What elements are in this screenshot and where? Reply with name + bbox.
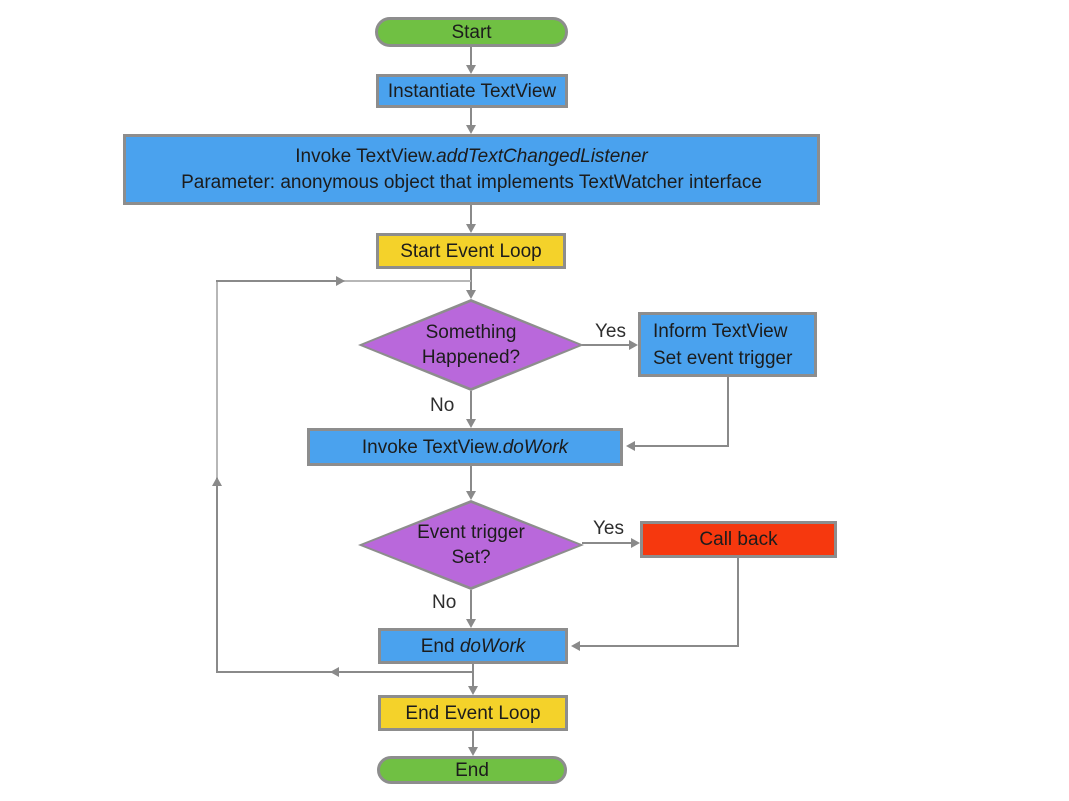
arrowhead (466, 224, 476, 233)
connector-line (582, 542, 634, 544)
connector-line (470, 269, 472, 297)
start-event-loop-node: Start Event Loop (376, 233, 566, 269)
connector-line (216, 280, 336, 282)
yes-label: Yes (595, 321, 626, 342)
arrowhead (336, 276, 345, 286)
start-node-label: Start (451, 21, 492, 43)
yes-label: Yes (593, 518, 624, 539)
arrowhead (631, 538, 640, 548)
add-listener-line1-prefix: Invoke TextView. (295, 145, 437, 167)
arrowhead (626, 441, 635, 451)
no-label: No (430, 395, 455, 416)
call-back-label: Call back (699, 529, 778, 550)
connector-line (470, 205, 472, 229)
something-happened-label: Something Happened? (421, 322, 521, 368)
arrowhead (212, 477, 222, 486)
arrowhead (629, 340, 638, 350)
invoke-dowork-node: Invoke TextView.doWork (307, 428, 623, 466)
arrowhead (468, 747, 478, 756)
add-listener-line2: Parameter: anonymous object that impleme… (181, 171, 762, 193)
arrowhead (466, 491, 476, 500)
inform-textview-node: Inform TextView Set event trigger (638, 312, 817, 377)
connector-line (472, 731, 474, 751)
add-listener-line1: Invoke TextView.addTextChangedListener (295, 144, 647, 170)
event-trigger-set-label: Event trigger Set? (417, 522, 525, 568)
arrowhead (466, 619, 476, 628)
invoke-dowork-method: doWork (502, 436, 569, 458)
connector-line (336, 280, 471, 282)
arrowhead (466, 290, 476, 299)
no-label: No (432, 592, 457, 613)
connector-line (472, 664, 474, 690)
end-event-loop-label: End Event Loop (405, 702, 541, 724)
arrowhead (466, 65, 476, 74)
end-node: End (377, 756, 567, 784)
connector-line (470, 108, 472, 130)
event-trigger-set-decision: Event trigger Set? (358, 500, 584, 590)
start-node: Start (375, 17, 568, 47)
arrowhead (466, 419, 476, 428)
connector-line (217, 671, 473, 673)
add-text-changed-listener-node: Invoke TextView.addTextChangedListener P… (123, 134, 820, 205)
end-dowork-node: End doWork (378, 628, 568, 664)
inform-textview-line2: Set event trigger (653, 347, 793, 369)
connector-line (216, 281, 218, 478)
connector-line (579, 645, 739, 647)
connector-line (470, 47, 472, 67)
connector-line (470, 466, 472, 496)
connector-line (634, 445, 729, 447)
connector-line (470, 391, 472, 424)
connector-line (470, 590, 472, 623)
arrowhead (330, 667, 339, 677)
arrowhead (466, 125, 476, 134)
connector-line (582, 344, 632, 346)
instantiate-textview-node: Instantiate TextView (376, 74, 568, 108)
start-event-loop-label: Start Event Loop (400, 240, 542, 262)
invoke-dowork-prefix: Invoke TextView. (361, 436, 503, 458)
something-happened-decision: Something Happened? (358, 299, 584, 391)
end-node-label: End (455, 759, 489, 781)
end-dowork-method: doWork (459, 635, 526, 657)
call-back-node: Call back (640, 521, 837, 558)
instantiate-textview-label: Instantiate TextView (387, 80, 557, 102)
connector-line (216, 477, 218, 673)
connector-line (727, 377, 729, 447)
end-event-loop-node: End Event Loop (378, 695, 568, 731)
add-listener-line1-method: addTextChangedListener (436, 145, 648, 167)
connector-line (737, 558, 739, 647)
end-dowork-prefix: End (420, 635, 460, 657)
arrowhead (571, 641, 580, 651)
inform-textview-line1: Inform TextView (653, 320, 788, 342)
arrowhead (468, 686, 478, 695)
